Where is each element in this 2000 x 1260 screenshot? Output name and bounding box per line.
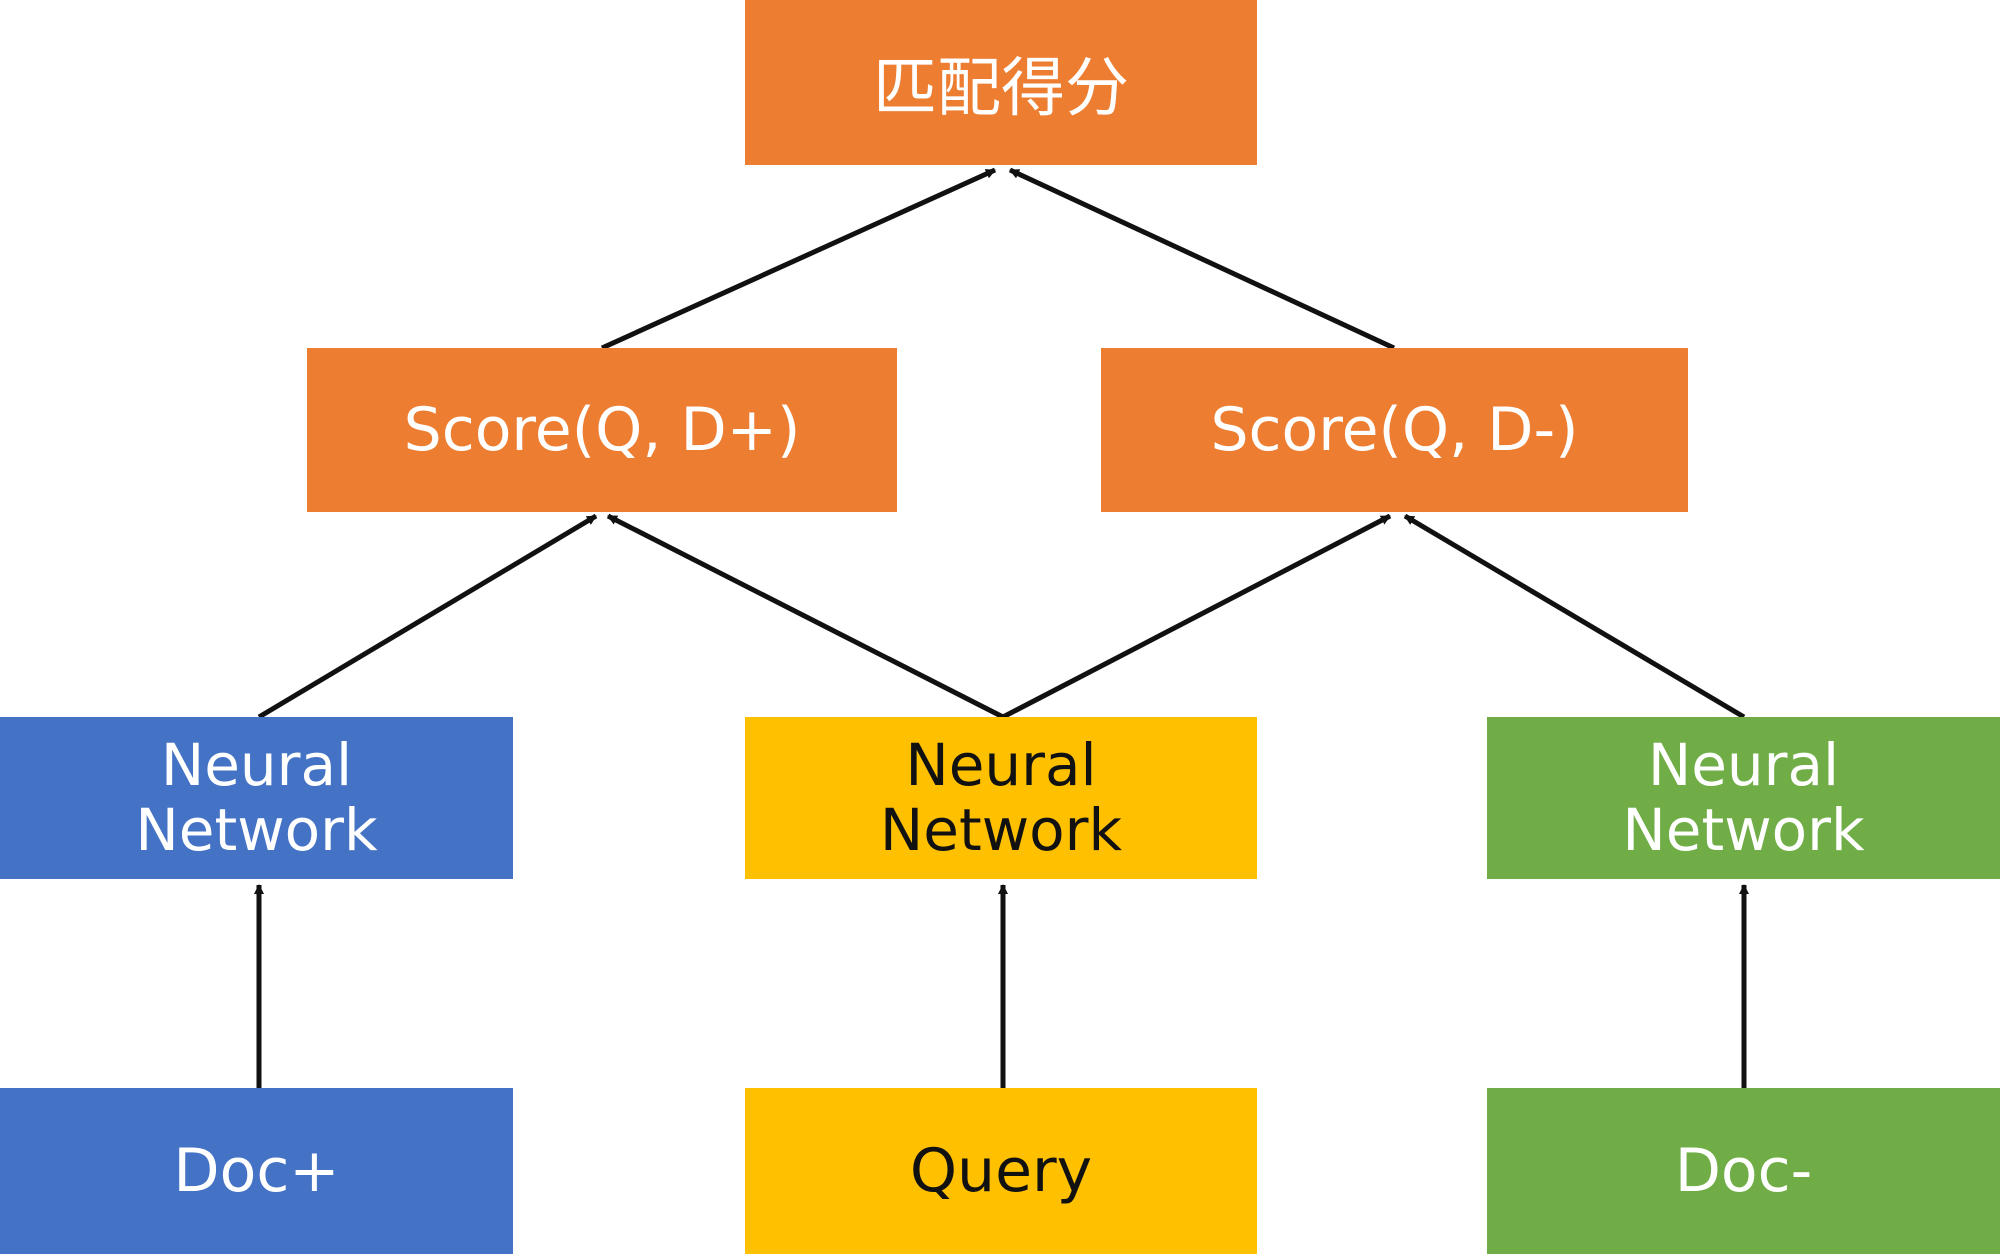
- doc-negative-label: Doc-: [1674, 1136, 1813, 1206]
- arrow-nnq-to-scorepos: [606, 513, 1005, 720]
- arrow-scorepos-to-match: [600, 167, 997, 351]
- arrow-nnq-to-scoreneg: [1001, 513, 1392, 720]
- query-label: Query: [909, 1136, 1093, 1206]
- doc-positive-label: Doc+: [173, 1136, 340, 1206]
- arrow-scoreneg-to-match: [1008, 167, 1396, 351]
- doc-negative-box: Doc-: [1487, 1088, 2000, 1254]
- query-box: Query: [745, 1088, 1257, 1254]
- match-score-label: 匹配得分: [873, 51, 1129, 126]
- neural-network-doc-negative-label: Neural Network: [1622, 731, 1865, 864]
- score-positive-box: Score(Q, D+): [307, 348, 897, 512]
- neural-network-query-box: Neural Network: [745, 717, 1257, 879]
- neural-network-doc-positive-label: Neural Network: [135, 731, 378, 864]
- doc-positive-box: Doc+: [0, 1088, 513, 1254]
- score-negative-label: Score(Q, D-): [1210, 395, 1579, 465]
- neural-network-doc-negative-box: Neural Network: [1487, 717, 2000, 879]
- neural-network-doc-positive-box: Neural Network: [0, 717, 513, 879]
- neural-network-query-label: Neural Network: [879, 731, 1123, 864]
- match-score-box: 匹配得分: [745, 0, 1257, 165]
- score-positive-label: Score(Q, D+): [403, 395, 801, 465]
- arrow-nnpos-to-scorepos: [257, 513, 598, 720]
- arrow-nnneg-to-scoreneg: [1403, 513, 1746, 720]
- score-negative-box: Score(Q, D-): [1101, 348, 1688, 512]
